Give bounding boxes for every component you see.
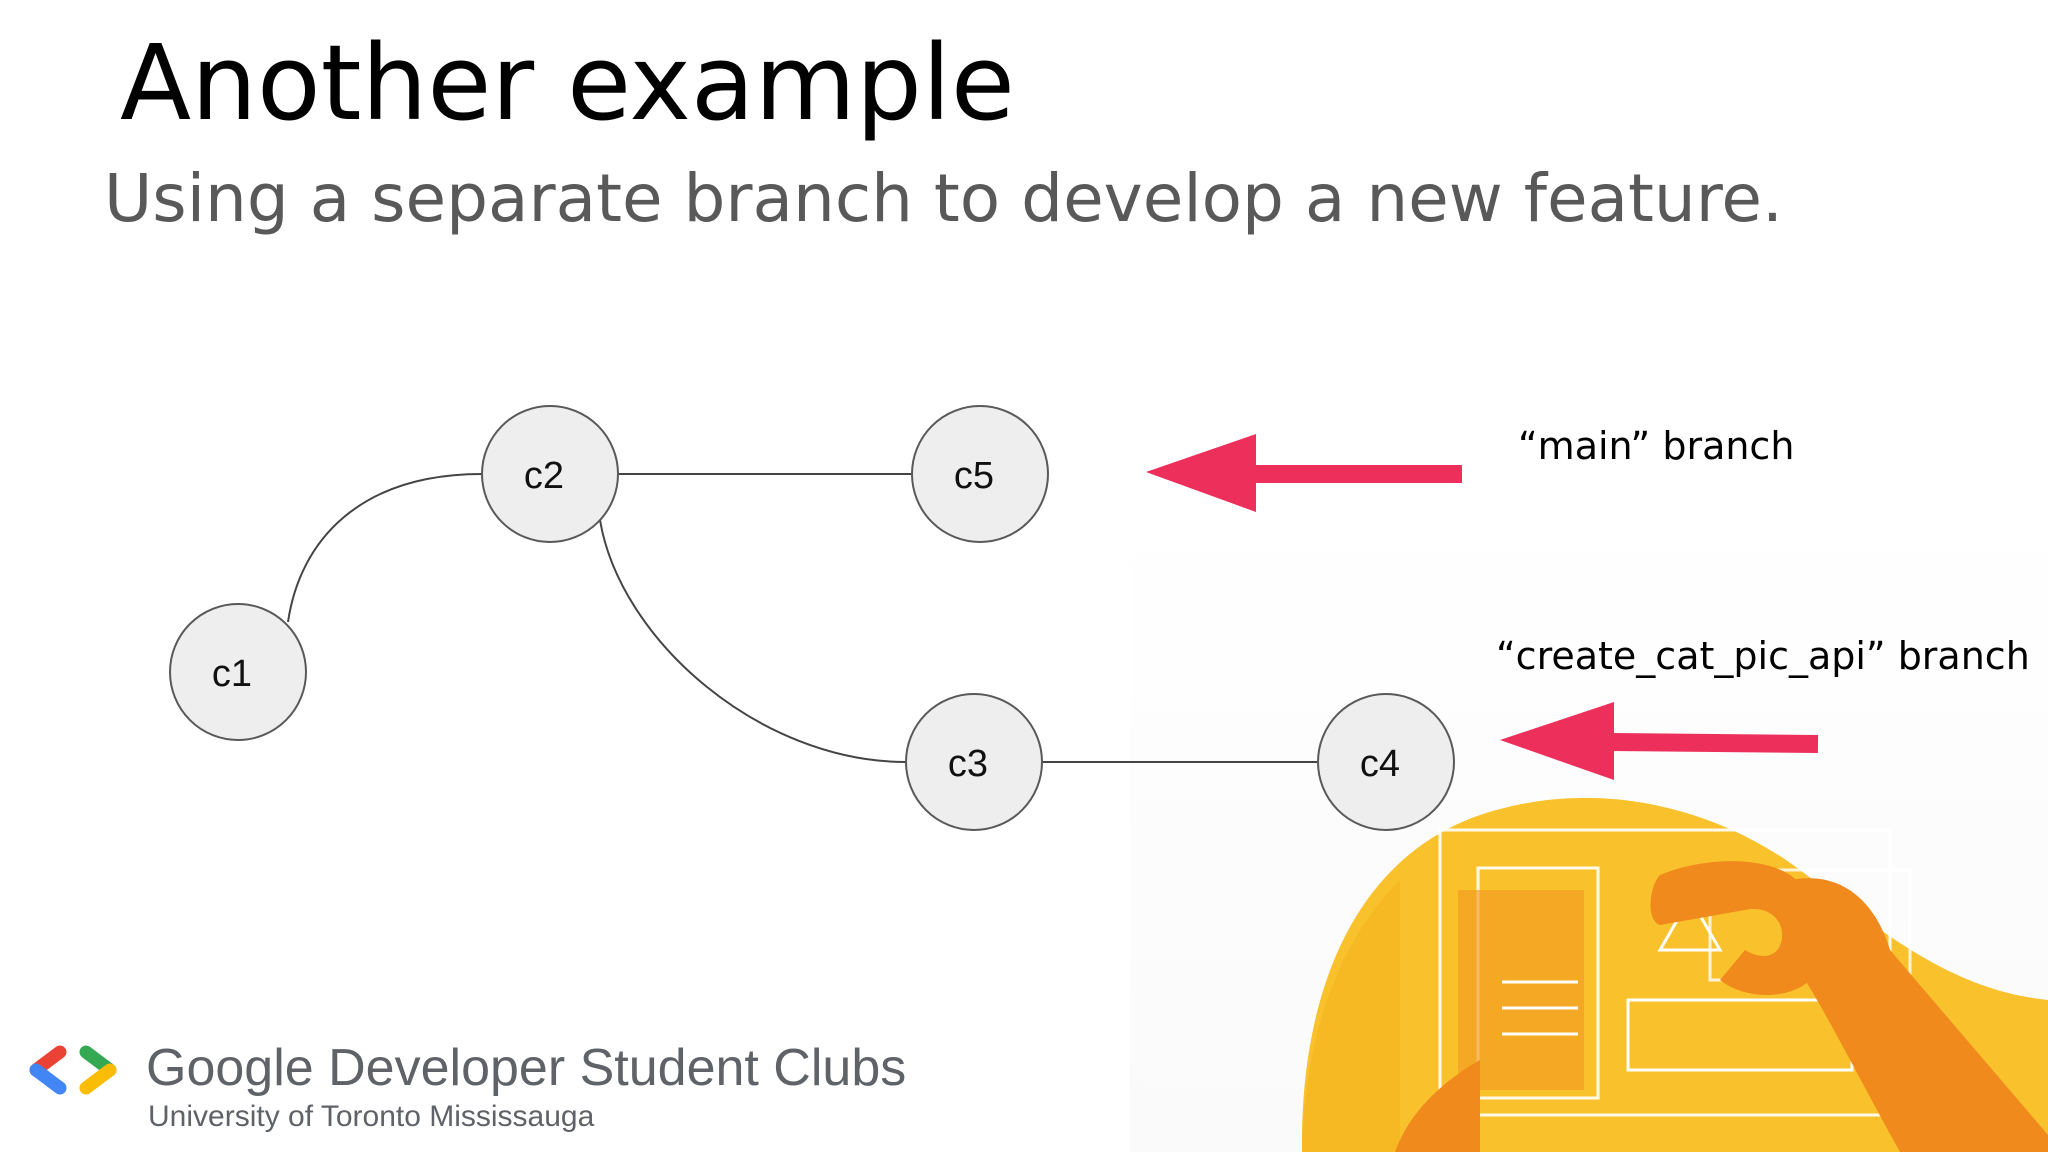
commit-label-c4: c4 [1360, 743, 1400, 785]
commit-node-c1: c1 [169, 603, 307, 741]
slide-subtitle: Using a separate branch to develop a new… [104, 160, 1784, 237]
commit-label-c3: c3 [948, 743, 988, 785]
commit-circle-c3 [905, 693, 1043, 831]
commit-node-c5: c5 [911, 405, 1049, 543]
commit-label-c2: c2 [524, 455, 564, 497]
commit-node-c4: c4 [1317, 693, 1455, 831]
branch-arrow-c5 [1146, 434, 1462, 512]
commit-circle-c5 [911, 405, 1049, 543]
commit-node-c2: c2 [481, 405, 619, 543]
slide-title: Another example [120, 22, 1015, 144]
commit-circle-c1 [169, 603, 307, 741]
commit-label-c5: c5 [954, 455, 994, 497]
edge-c2-c3 [599, 519, 907, 763]
gdsc-chapter-text: University of Toronto Mississauga [148, 1100, 595, 1133]
commit-label-c1: c1 [212, 653, 252, 695]
gdsc-logo-text: Google Developer Student Clubs [146, 1039, 907, 1097]
branch-arrow-c4 [1500, 702, 1819, 780]
feature-branch-label: “create_cat_pic_api” branch [1496, 634, 2030, 678]
edge-c1-c2 [287, 473, 483, 623]
gdsc-brackets-icon [29, 1045, 117, 1095]
main-branch-label: “main” branch [1518, 424, 1795, 468]
commit-circle-c4 [1317, 693, 1455, 831]
commit-circle-c2 [481, 405, 619, 543]
commit-node-c3: c3 [905, 693, 1043, 831]
